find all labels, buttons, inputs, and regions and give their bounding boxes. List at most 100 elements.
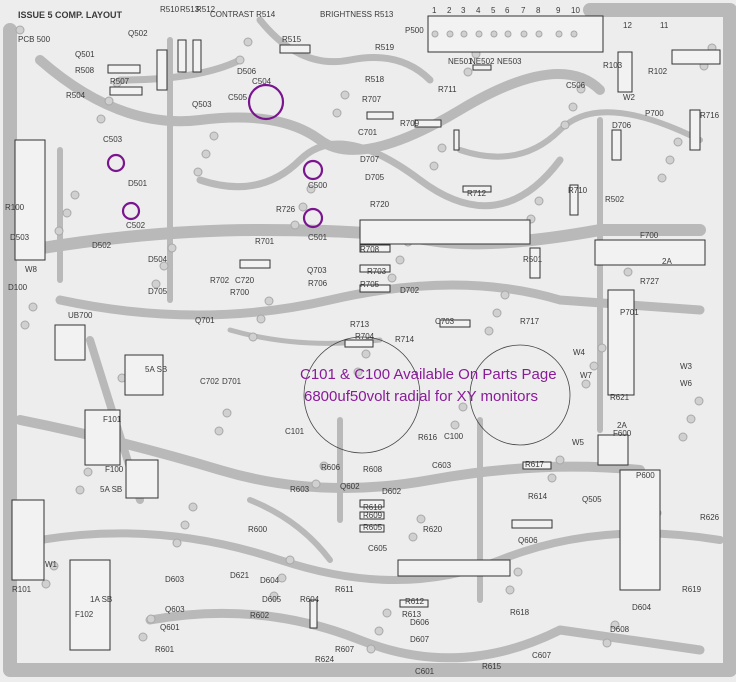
component-label: C703 [435, 317, 455, 326]
solder-pad [15, 25, 25, 35]
component-label: C702 [200, 377, 220, 386]
component-body [69, 559, 111, 651]
component-body [359, 524, 385, 533]
component-label: C603 [432, 461, 452, 470]
component-label: D706 [612, 121, 632, 130]
solder-pad [193, 167, 203, 177]
component-label: D602 [382, 487, 402, 496]
solder-pad [581, 379, 591, 389]
connector-pin-label: 8 [536, 6, 541, 15]
component-body [109, 86, 143, 96]
solder-pad [597, 343, 607, 353]
component-label: R518 [365, 75, 385, 84]
component-label: R613 [402, 610, 422, 619]
connector-pin [490, 30, 498, 38]
component-label: 2A [662, 257, 672, 266]
solder-pad [277, 573, 287, 583]
trace [3, 3, 736, 677]
solder-pad [256, 314, 266, 324]
component-body [359, 264, 391, 273]
solder-pad [28, 302, 38, 312]
component-body [607, 289, 635, 396]
component-label: Q502 [128, 29, 148, 38]
component-label: NE503 [497, 57, 522, 66]
component-label: C505 [228, 93, 248, 102]
component-label: W2 [623, 93, 636, 102]
component-body [472, 64, 492, 71]
trace [116, 56, 244, 84]
component-label: R519 [375, 43, 395, 52]
component-body [511, 519, 553, 529]
component-body [522, 461, 552, 470]
solder-pad [54, 226, 64, 236]
solder-pad [353, 367, 363, 377]
highlight-c500 [302, 159, 324, 181]
component-label: W3 [680, 362, 693, 371]
component-label: R614 [528, 492, 548, 501]
component-label: Q603 [165, 605, 185, 614]
component-body [462, 185, 492, 193]
trace [35, 55, 605, 155]
component-label: F700 [640, 231, 659, 240]
component-label: R701 [255, 237, 275, 246]
capacitor-c100-outline [469, 344, 571, 446]
component-label: R512 [196, 5, 216, 14]
connector-pin-label: 2 [447, 6, 452, 15]
solder-pad [555, 455, 565, 465]
component-label: R605 [363, 523, 383, 532]
solder-pad [340, 90, 350, 100]
component-label: D604 [260, 576, 280, 585]
component-label: R100 [5, 203, 25, 212]
component-label: R706 [308, 279, 328, 288]
solder-pad [513, 567, 523, 577]
connector-pin-label: 6 [505, 6, 510, 15]
solder-pad [589, 361, 599, 371]
solder-pad [395, 255, 405, 265]
component-label: 2A [617, 421, 627, 430]
component-label: F102 [75, 610, 94, 619]
solder-pad [665, 155, 675, 165]
component-label: R702 [210, 276, 230, 285]
component-label: R508 [75, 66, 95, 75]
solder-pad [172, 538, 182, 548]
components [11, 39, 721, 651]
component-label: R621 [610, 393, 630, 402]
component-label: R710 [568, 186, 588, 195]
component-body [617, 51, 633, 93]
component-label: R610 [363, 503, 383, 512]
connector-pin-label: 7 [521, 6, 526, 15]
component-label: D701 [222, 377, 242, 386]
component-label: C504 [252, 77, 272, 86]
solder-pad [285, 555, 295, 565]
solder-pad [387, 273, 397, 283]
trace [247, 497, 333, 563]
component-label: R624 [315, 655, 335, 664]
solder-pad [222, 408, 232, 418]
trace [457, 109, 703, 160]
solder-pad [209, 131, 219, 141]
component-label: R515 [282, 35, 302, 44]
component-label: R600 [248, 525, 268, 534]
component-label: R716 [700, 111, 720, 120]
component-label: D621 [230, 571, 250, 580]
solder-pad [201, 149, 211, 159]
solder-pad [686, 414, 696, 424]
component-label: W7 [580, 371, 593, 380]
component-body [619, 469, 661, 591]
solder-pad [678, 432, 688, 442]
solder-pad [311, 479, 321, 489]
component-label: R617 [525, 460, 545, 469]
solder-pad [243, 37, 253, 47]
component-label: D605 [262, 595, 282, 604]
component-label: D707 [360, 155, 380, 164]
component-label: R102 [648, 67, 668, 76]
component-label: D606 [410, 618, 430, 627]
solder-pad [214, 426, 224, 436]
solder-pad [547, 473, 557, 483]
component-label: P700 [645, 109, 664, 118]
solder-pad [492, 308, 502, 318]
solder-pad [463, 67, 473, 77]
solder-pad [269, 591, 279, 601]
